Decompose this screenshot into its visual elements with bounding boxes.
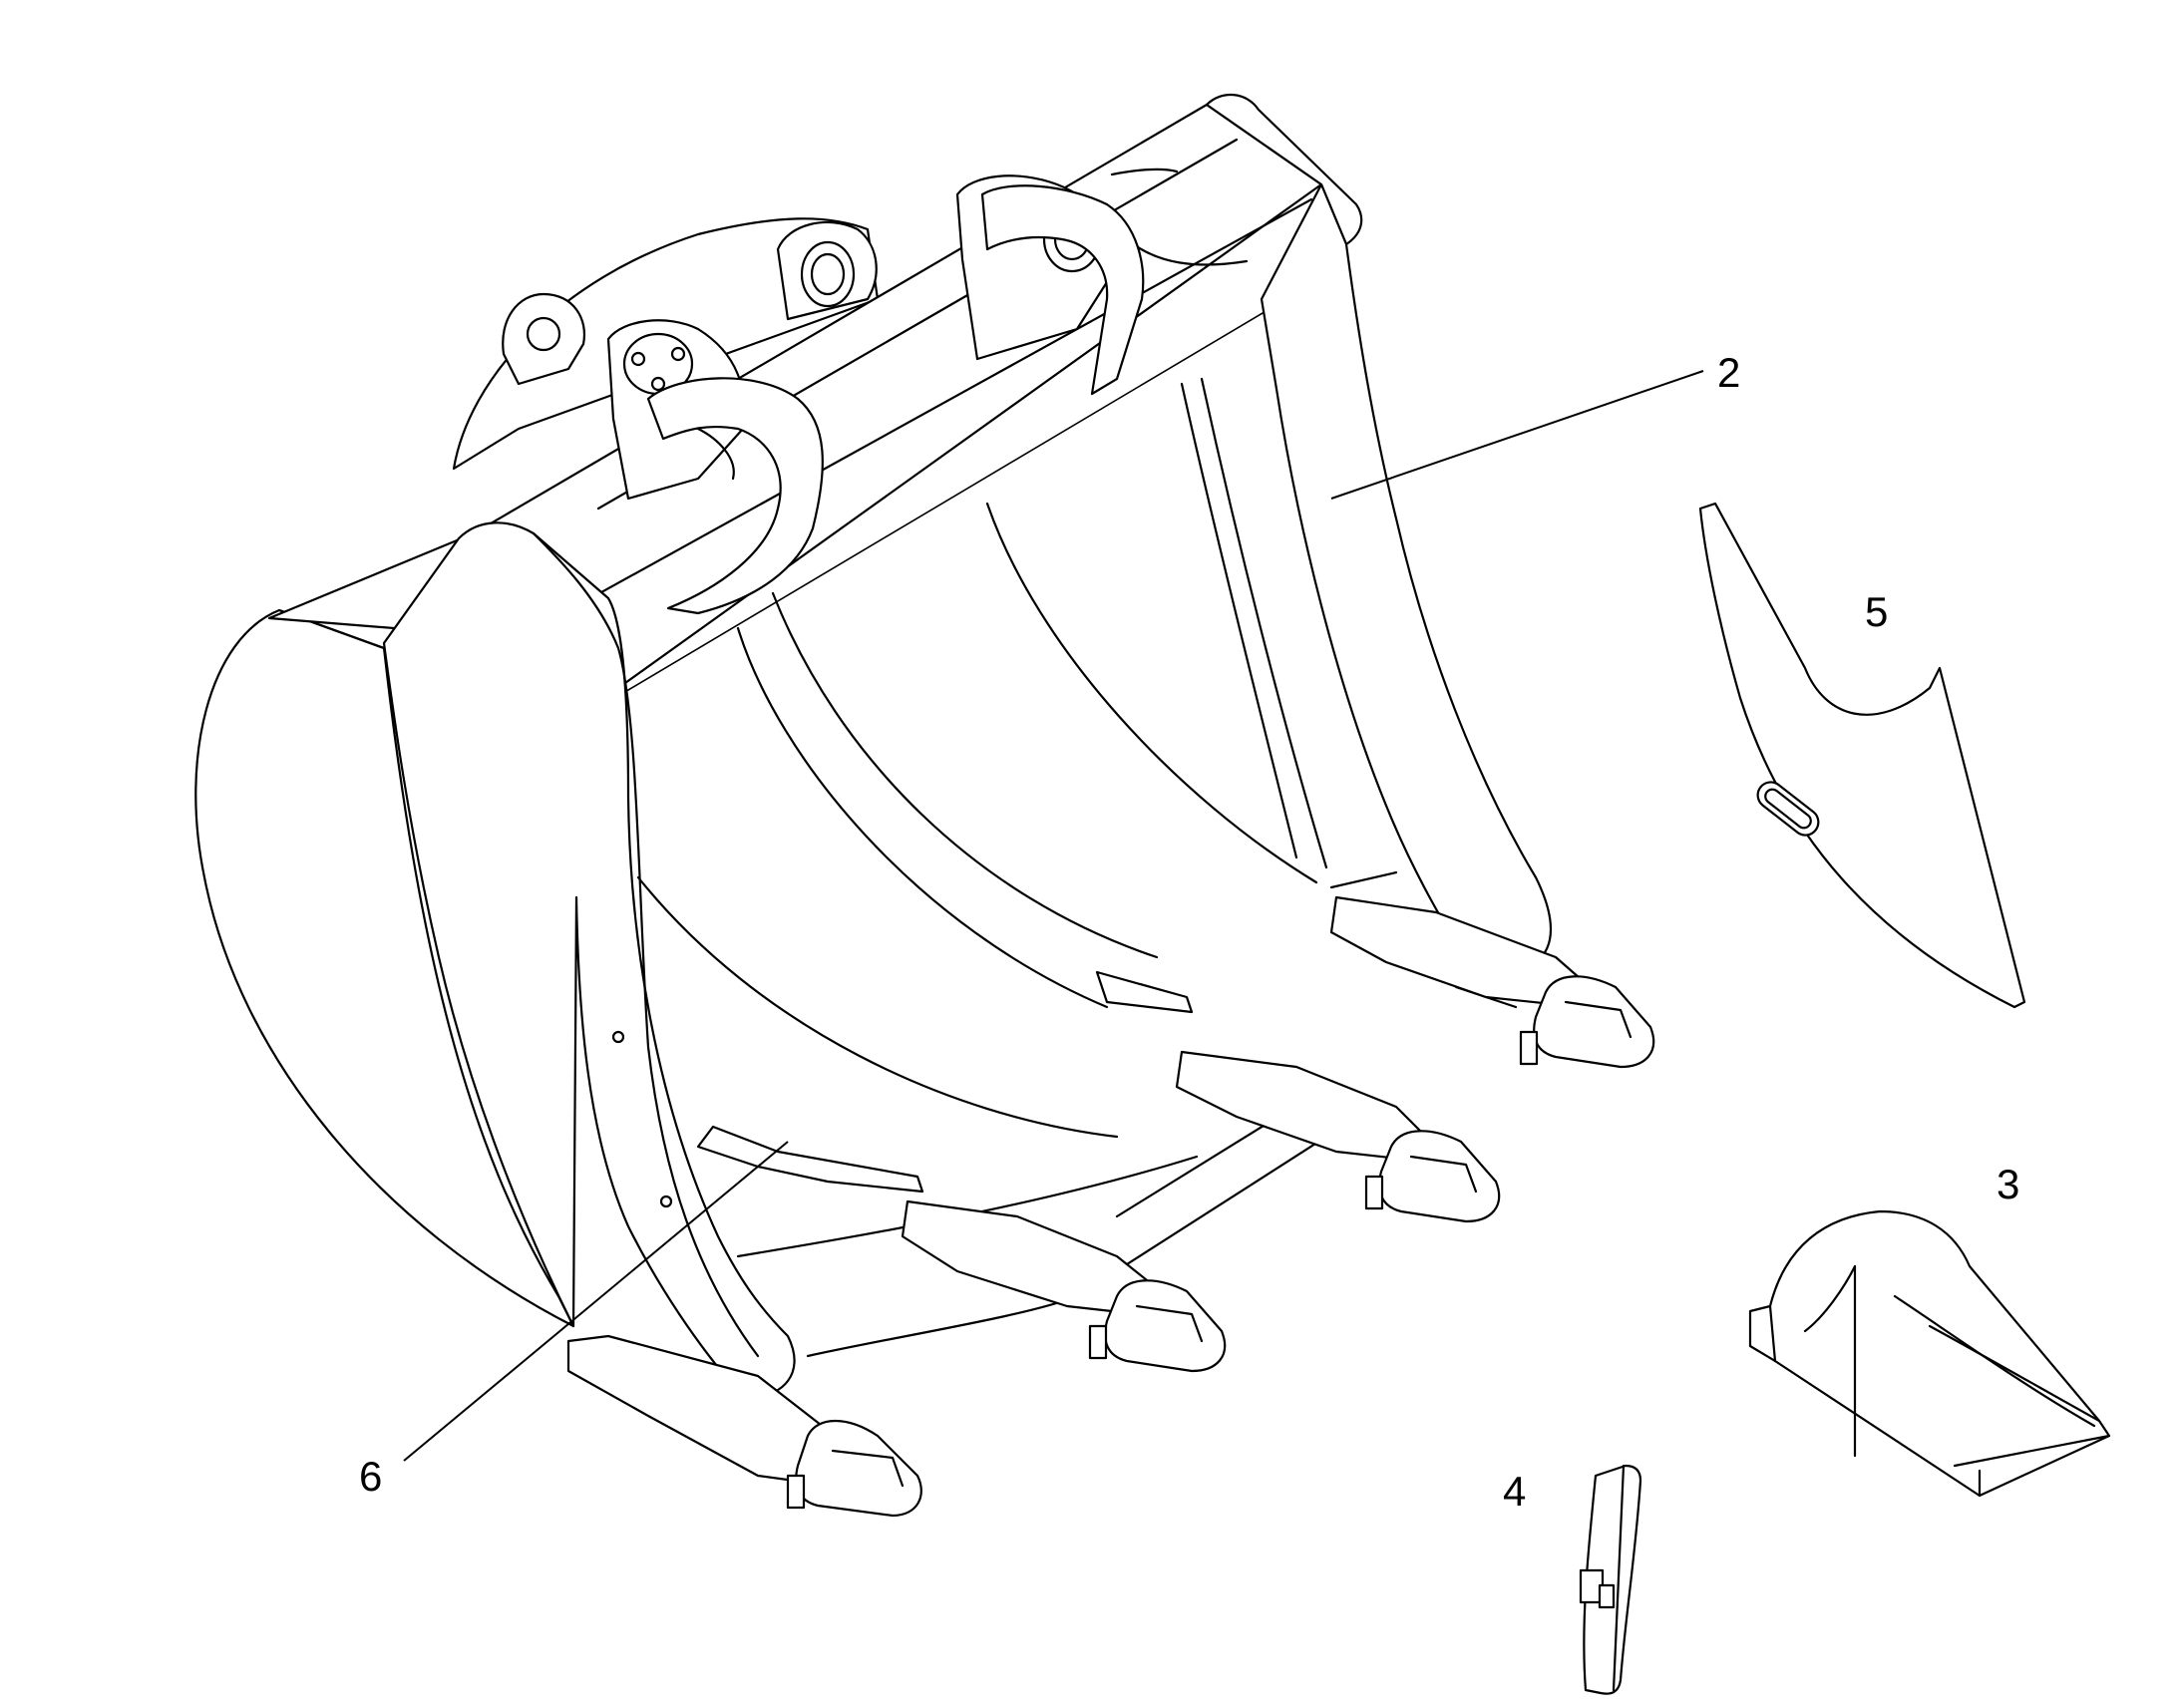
bucket-floor-arc-2 [736, 626, 1109, 1009]
bucket-top-right-edge [1205, 93, 1363, 246]
tooth-2 [1104, 1279, 1227, 1373]
side-cutter-drawing [1698, 502, 2026, 1009]
callout-5: 5 [1865, 588, 1888, 635]
bucket-floor-arc-4 [985, 502, 1318, 884]
callouts: 2 5 3 4 6 [359, 349, 2019, 1515]
callout-3: 3 [1997, 1161, 2019, 1207]
tooth-4 [1533, 975, 1655, 1069]
wear-strip-upper [1095, 970, 1194, 1014]
callout-6: 6 [359, 1453, 382, 1500]
wear-strip-6 [696, 1125, 924, 1194]
bucket-left-side-plate [194, 608, 575, 1328]
tooth-1 [795, 1419, 922, 1518]
retaining-pin-drawing [1579, 1464, 1642, 1695]
bucket-floor-arc-1 [636, 875, 1119, 1139]
tooth-tip [1748, 1209, 2111, 1498]
bucket-front-side-plate [382, 521, 796, 1398]
side-cutter [1698, 502, 2026, 1009]
lug-arm-front [646, 377, 824, 615]
callout-2: 2 [1717, 349, 1740, 396]
callout-4: 4 [1503, 1468, 1526, 1515]
tooth-3 [1378, 1130, 1501, 1223]
leader-line-2 [1330, 370, 1704, 500]
leader-line-6 [403, 1141, 789, 1462]
lug-arm-rear [980, 184, 1145, 396]
bucket-floor-arc-3 [771, 591, 1159, 959]
bucket-drawing [194, 93, 1655, 1518]
tooth-tip-drawing [1748, 1209, 2111, 1498]
bucket-right-side-plate [1260, 182, 1553, 979]
